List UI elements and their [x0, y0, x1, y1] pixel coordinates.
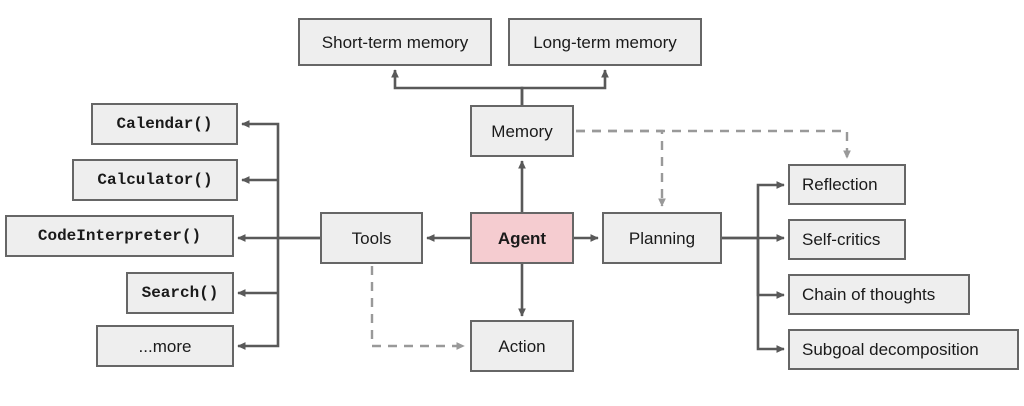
node-chain-of-thoughts[interactable]: Chain of thoughts — [788, 274, 970, 315]
node-label: CodeInterpreter() — [37, 227, 202, 245]
node-label: Action — [498, 336, 546, 356]
node-subgoal-decomposition[interactable]: Subgoal decomposition — [788, 329, 1019, 370]
node-label: Agent — [497, 228, 547, 248]
node-label: Short-term memory — [321, 32, 469, 52]
node-agent[interactable]: Agent — [470, 212, 574, 264]
node-label: ...more — [138, 336, 192, 356]
node-code-interpreter[interactable]: CodeInterpreter() — [5, 215, 234, 257]
node-label: Long-term memory — [533, 32, 677, 52]
edge-memory-to-reflection-dashed — [576, 129, 851, 159]
node-label: Self-critics — [802, 230, 881, 249]
edge-planning-to-reflection — [722, 181, 785, 240]
node-label: Search() — [141, 284, 219, 302]
node-action[interactable]: Action — [470, 320, 574, 372]
node-calculator[interactable]: Calculator() — [72, 159, 238, 201]
edge-planning-to-subgoal — [756, 238, 785, 353]
node-short-term-memory[interactable]: Short-term memory — [298, 18, 492, 66]
edge-tools-to-action-dashed — [370, 266, 465, 350]
node-label: Memory — [491, 121, 553, 141]
edge-tools-to-more — [237, 238, 280, 350]
edge-memory-to-planning-dashed — [576, 129, 666, 207]
node-label: Calendar() — [116, 115, 213, 133]
node-label: Reflection — [802, 175, 878, 194]
edge-memory-to-long-term-memory — [520, 69, 609, 105]
node-self-critics[interactable]: Self-critics — [788, 219, 906, 260]
node-label: Planning — [628, 228, 696, 248]
node-label: Subgoal decomposition — [802, 340, 979, 359]
node-long-term-memory[interactable]: Long-term memory — [508, 18, 702, 66]
node-reflection[interactable]: Reflection — [788, 164, 906, 205]
node-planning[interactable]: Planning — [602, 212, 722, 264]
node-more[interactable]: ...more — [96, 325, 234, 367]
node-calendar[interactable]: Calendar() — [91, 103, 238, 145]
node-tools[interactable]: Tools — [320, 212, 423, 264]
edge-planning-to-chain-of-thoughts — [756, 238, 785, 299]
node-memory[interactable]: Memory — [470, 105, 574, 157]
node-label: Tools — [351, 228, 392, 248]
node-search[interactable]: Search() — [126, 272, 234, 314]
node-label: Chain of thoughts — [802, 285, 936, 304]
node-label: Calculator() — [97, 171, 213, 189]
edge-memory-to-short-term-memory — [391, 69, 524, 105]
